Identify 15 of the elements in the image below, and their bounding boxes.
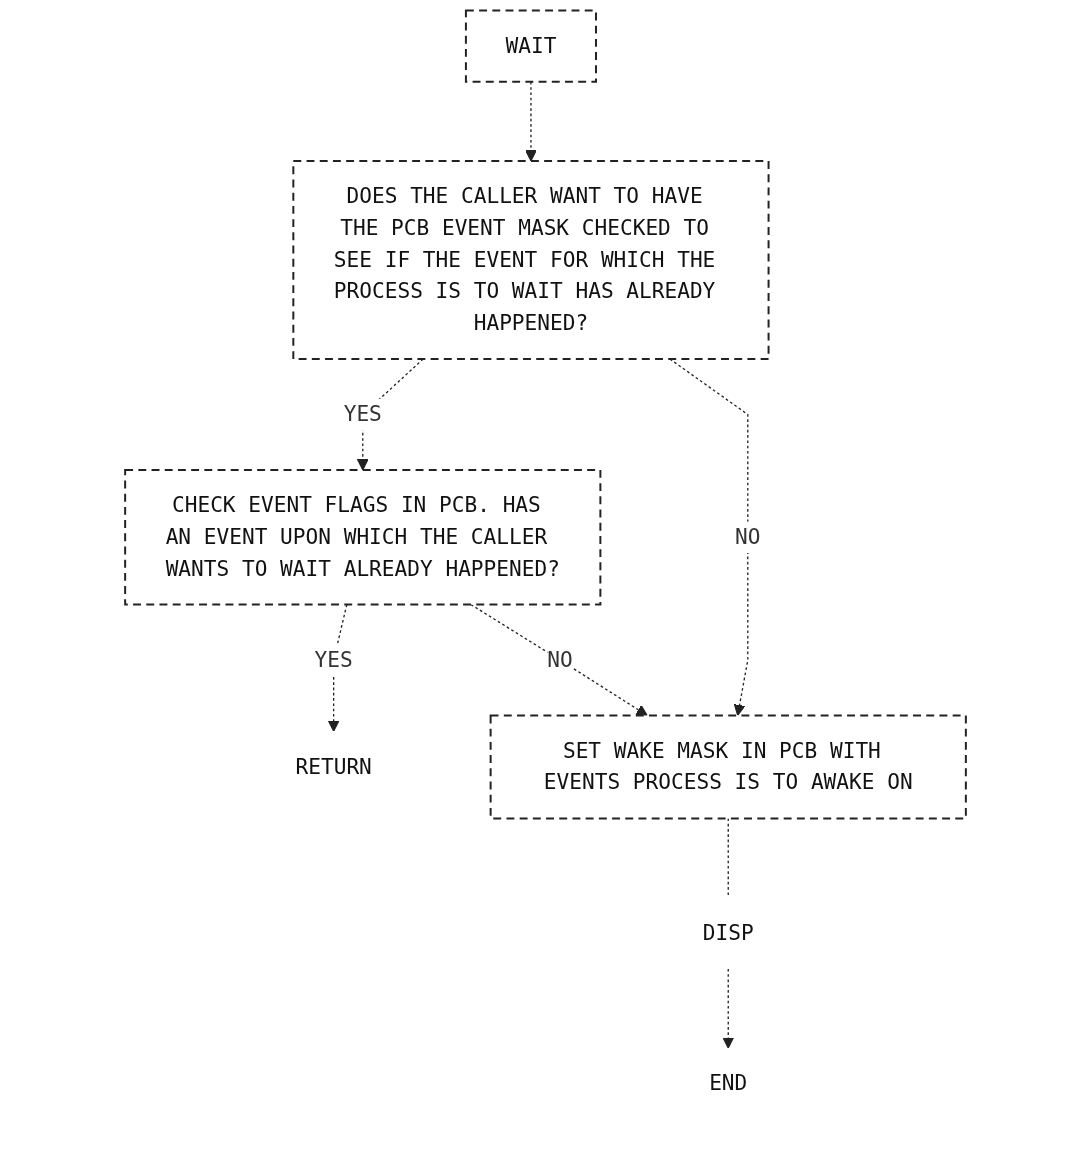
node-text: RETURN xyxy=(295,753,372,779)
arrow xyxy=(669,358,749,716)
edge-label: YES xyxy=(343,401,382,427)
edge-label: NO xyxy=(735,524,761,550)
node-text: DISP xyxy=(702,920,754,946)
edge-label: NO xyxy=(547,646,573,672)
arrow xyxy=(470,603,648,716)
arrow xyxy=(722,968,735,1049)
node-box: SET WAKE MASK IN PCB WITH EVENTS PROCESS IS TO AWAKE ON xyxy=(489,714,967,820)
node-box: WAIT xyxy=(464,9,597,83)
arrow xyxy=(525,81,537,162)
node-box: DOES THE CALLER WANT TO HAVE THE PCB EVENT MASK CHECKED TO SEE IF THE EVENT FOR WHICH THE PROCESS IS TO WAIT HAS ALREADY HAPPENED? xyxy=(292,160,770,361)
node-text: END xyxy=(709,1070,748,1096)
edge-label: YES xyxy=(314,646,353,672)
node-box: CHECK EVENT FLAGS IN PCB. HAS AN EVENT UPON WHICH THE CALLER WANTS TO WAIT ALREADY HAPPENED? xyxy=(124,468,602,606)
